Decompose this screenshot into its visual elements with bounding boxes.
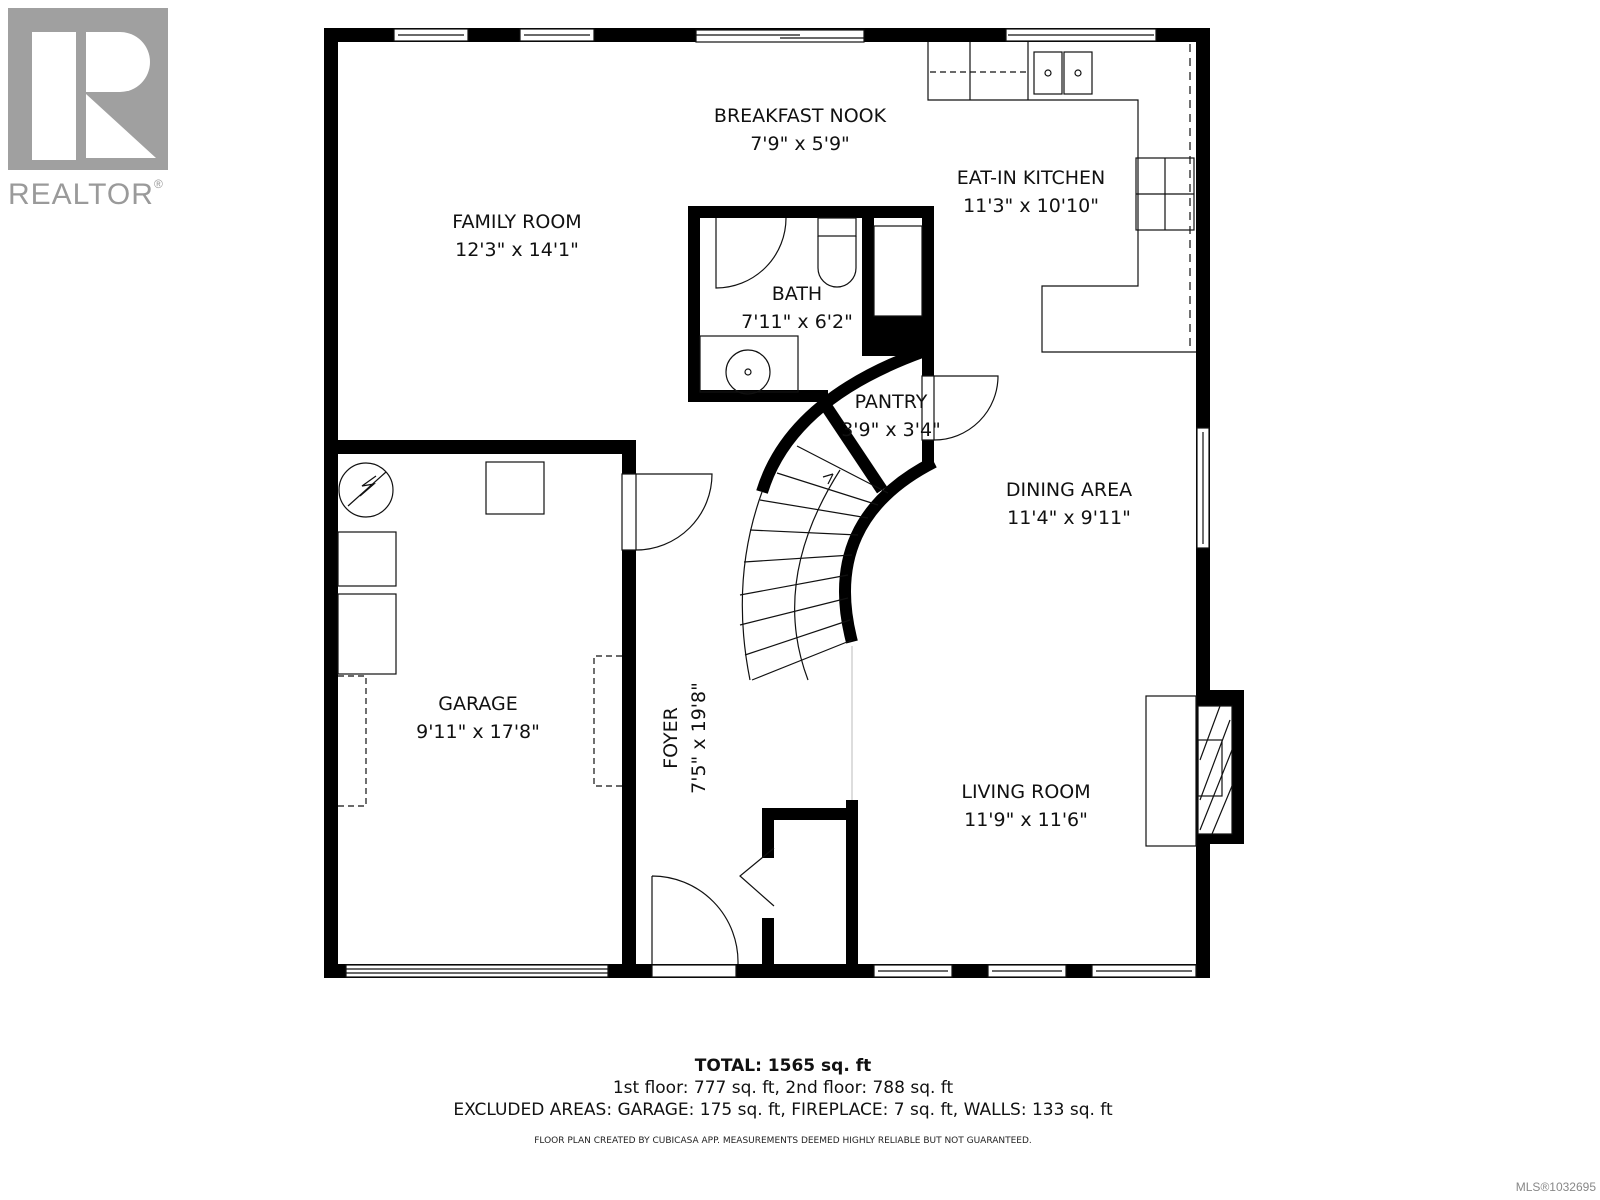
- room-label-foyer: FOYER 7'5" x 19'8": [660, 682, 710, 794]
- room-label-garage: GARAGE 9'11" x 17'8": [416, 693, 540, 743]
- windows: [345, 28, 1210, 978]
- realtor-logo: REALTOR®: [8, 8, 176, 211]
- kitchen-counters: [927, 42, 1196, 353]
- room-label-pantry: PANTRY 3'9" x 3'4": [841, 391, 941, 441]
- fireplace: [1145, 695, 1233, 847]
- garage-fixtures: [337, 461, 622, 807]
- room-label-family-room: FAMILY ROOM 12'3" x 14'1": [452, 211, 582, 261]
- mls-number: MLS®1032695: [1515, 1180, 1596, 1194]
- realtor-r-mark-icon: [8, 8, 168, 170]
- bath-fixtures: [699, 217, 923, 395]
- room-label-eat-in-kitchen: EAT-IN KITCHEN 11'3" x 10'10": [956, 167, 1106, 217]
- room-label-living-room: LIVING ROOM 11'9" x 11'6": [961, 781, 1091, 831]
- staircase: [739, 445, 889, 681]
- realtor-wordmark: REALTOR®: [8, 177, 164, 211]
- floor-areas: 1st floor: 777 sq. ft, 2nd floor: 788 sq…: [612, 1078, 954, 1098]
- room-label-breakfast-nook: BREAKFAST NOOK 7'9" x 5'9": [713, 105, 887, 155]
- doors: [621, 217, 999, 965]
- disclaimer: FLOOR PLAN CREATED BY CUBICASA APP. MEAS…: [534, 1136, 1032, 1146]
- total-area: TOTAL: 1565 sq. ft: [694, 1056, 872, 1076]
- room-label-bath: BATH 7'11" x 6'2": [741, 283, 853, 333]
- excluded-areas: EXCLUDED AREAS: GARAGE: 175 sq. ft, FIRE…: [453, 1100, 1113, 1120]
- room-label-dining-area: DINING AREA 11'4" x 9'11": [1005, 479, 1133, 529]
- stair-walls: [756, 346, 937, 644]
